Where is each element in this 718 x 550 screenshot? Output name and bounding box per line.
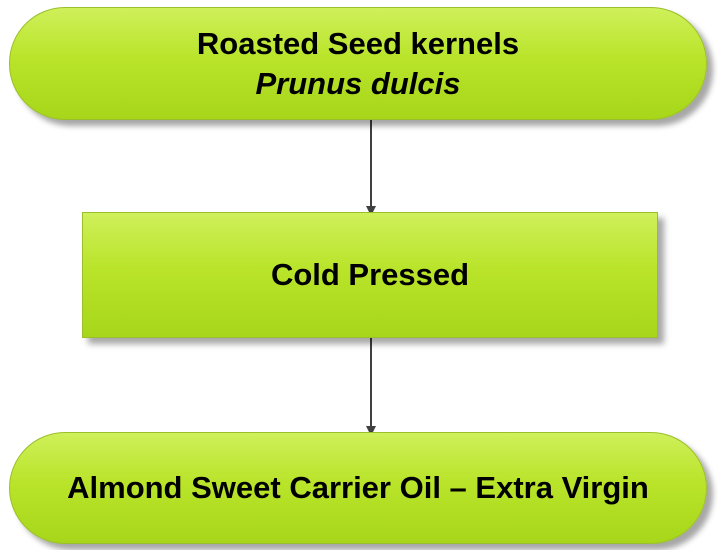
node-process-title: Cold Pressed: [270, 257, 470, 292]
node-process: Cold Pressed: [82, 212, 658, 338]
node-product-title: Almond Sweet Carrier Oil – Extra Virgin: [67, 470, 649, 505]
node-source-subtitle: Prunus dulcis: [255, 65, 461, 101]
node-product: Almond Sweet Carrier Oil – Extra Virgin: [9, 432, 707, 544]
node-source-title: Roasted Seed kernels: [196, 25, 520, 61]
node-source: Roasted Seed kernels Prunus dulcis: [9, 7, 707, 120]
